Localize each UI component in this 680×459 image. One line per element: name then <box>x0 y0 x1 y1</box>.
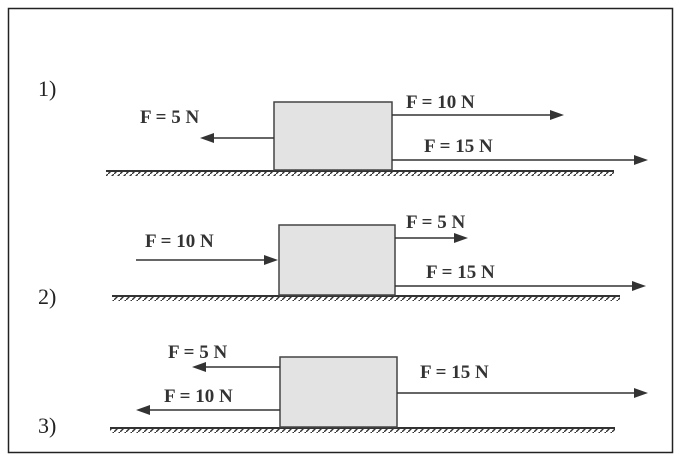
scenario-2-force-2-arrow <box>395 233 468 243</box>
scenario-2-force-1-label: F = 10 N <box>145 231 214 252</box>
scenario-2-block <box>278 224 396 296</box>
scenario-3: 3) F = 5 N F = 10 N F = 15 N <box>38 342 648 438</box>
scenario-2-force-3-label: F = 15 N <box>426 262 495 283</box>
scenario-3-force-2-label: F = 10 N <box>164 386 233 407</box>
scenario-1-ground <box>106 170 614 176</box>
scenario-2-number: 2) <box>38 284 56 309</box>
scenario-1-force-2-label: F = 10 N <box>406 92 475 113</box>
scenario-1-force-3-label: F = 15 N <box>424 136 493 157</box>
scenario-2: 2) F = 10 N F = 5 N F = 15 N <box>38 212 646 309</box>
scenario-1-block <box>273 101 393 171</box>
scenario-2-ground <box>112 295 620 301</box>
scenario-1-force-3-arrow <box>392 155 648 165</box>
scenario-1-force-1-label: F = 5 N <box>140 107 199 128</box>
scenario-3-block <box>279 356 398 428</box>
scenario-2-force-3-arrow <box>395 281 646 291</box>
scenario-3-ground <box>110 427 615 433</box>
scenario-3-force-3-arrow <box>397 388 648 398</box>
scenario-2-force-2-label: F = 5 N <box>406 212 465 233</box>
scenario-1: 1) F = 5 N F = 10 N F = 15 N <box>38 76 648 176</box>
scenario-3-force-1-label: F = 5 N <box>168 342 227 363</box>
diagram-frame <box>7 7 674 454</box>
scenario-3-number: 3) <box>38 413 56 438</box>
scenario-1-force-1-arrow <box>200 133 274 143</box>
scenario-2-force-1-arrow <box>136 255 278 265</box>
scenario-1-number: 1) <box>38 76 56 101</box>
scenario-1-force-2-arrow <box>392 110 564 120</box>
scenario-3-force-3-label: F = 15 N <box>420 362 489 383</box>
scenario-3-force-1-arrow <box>192 362 280 372</box>
scenario-3-force-2-arrow <box>136 405 280 415</box>
